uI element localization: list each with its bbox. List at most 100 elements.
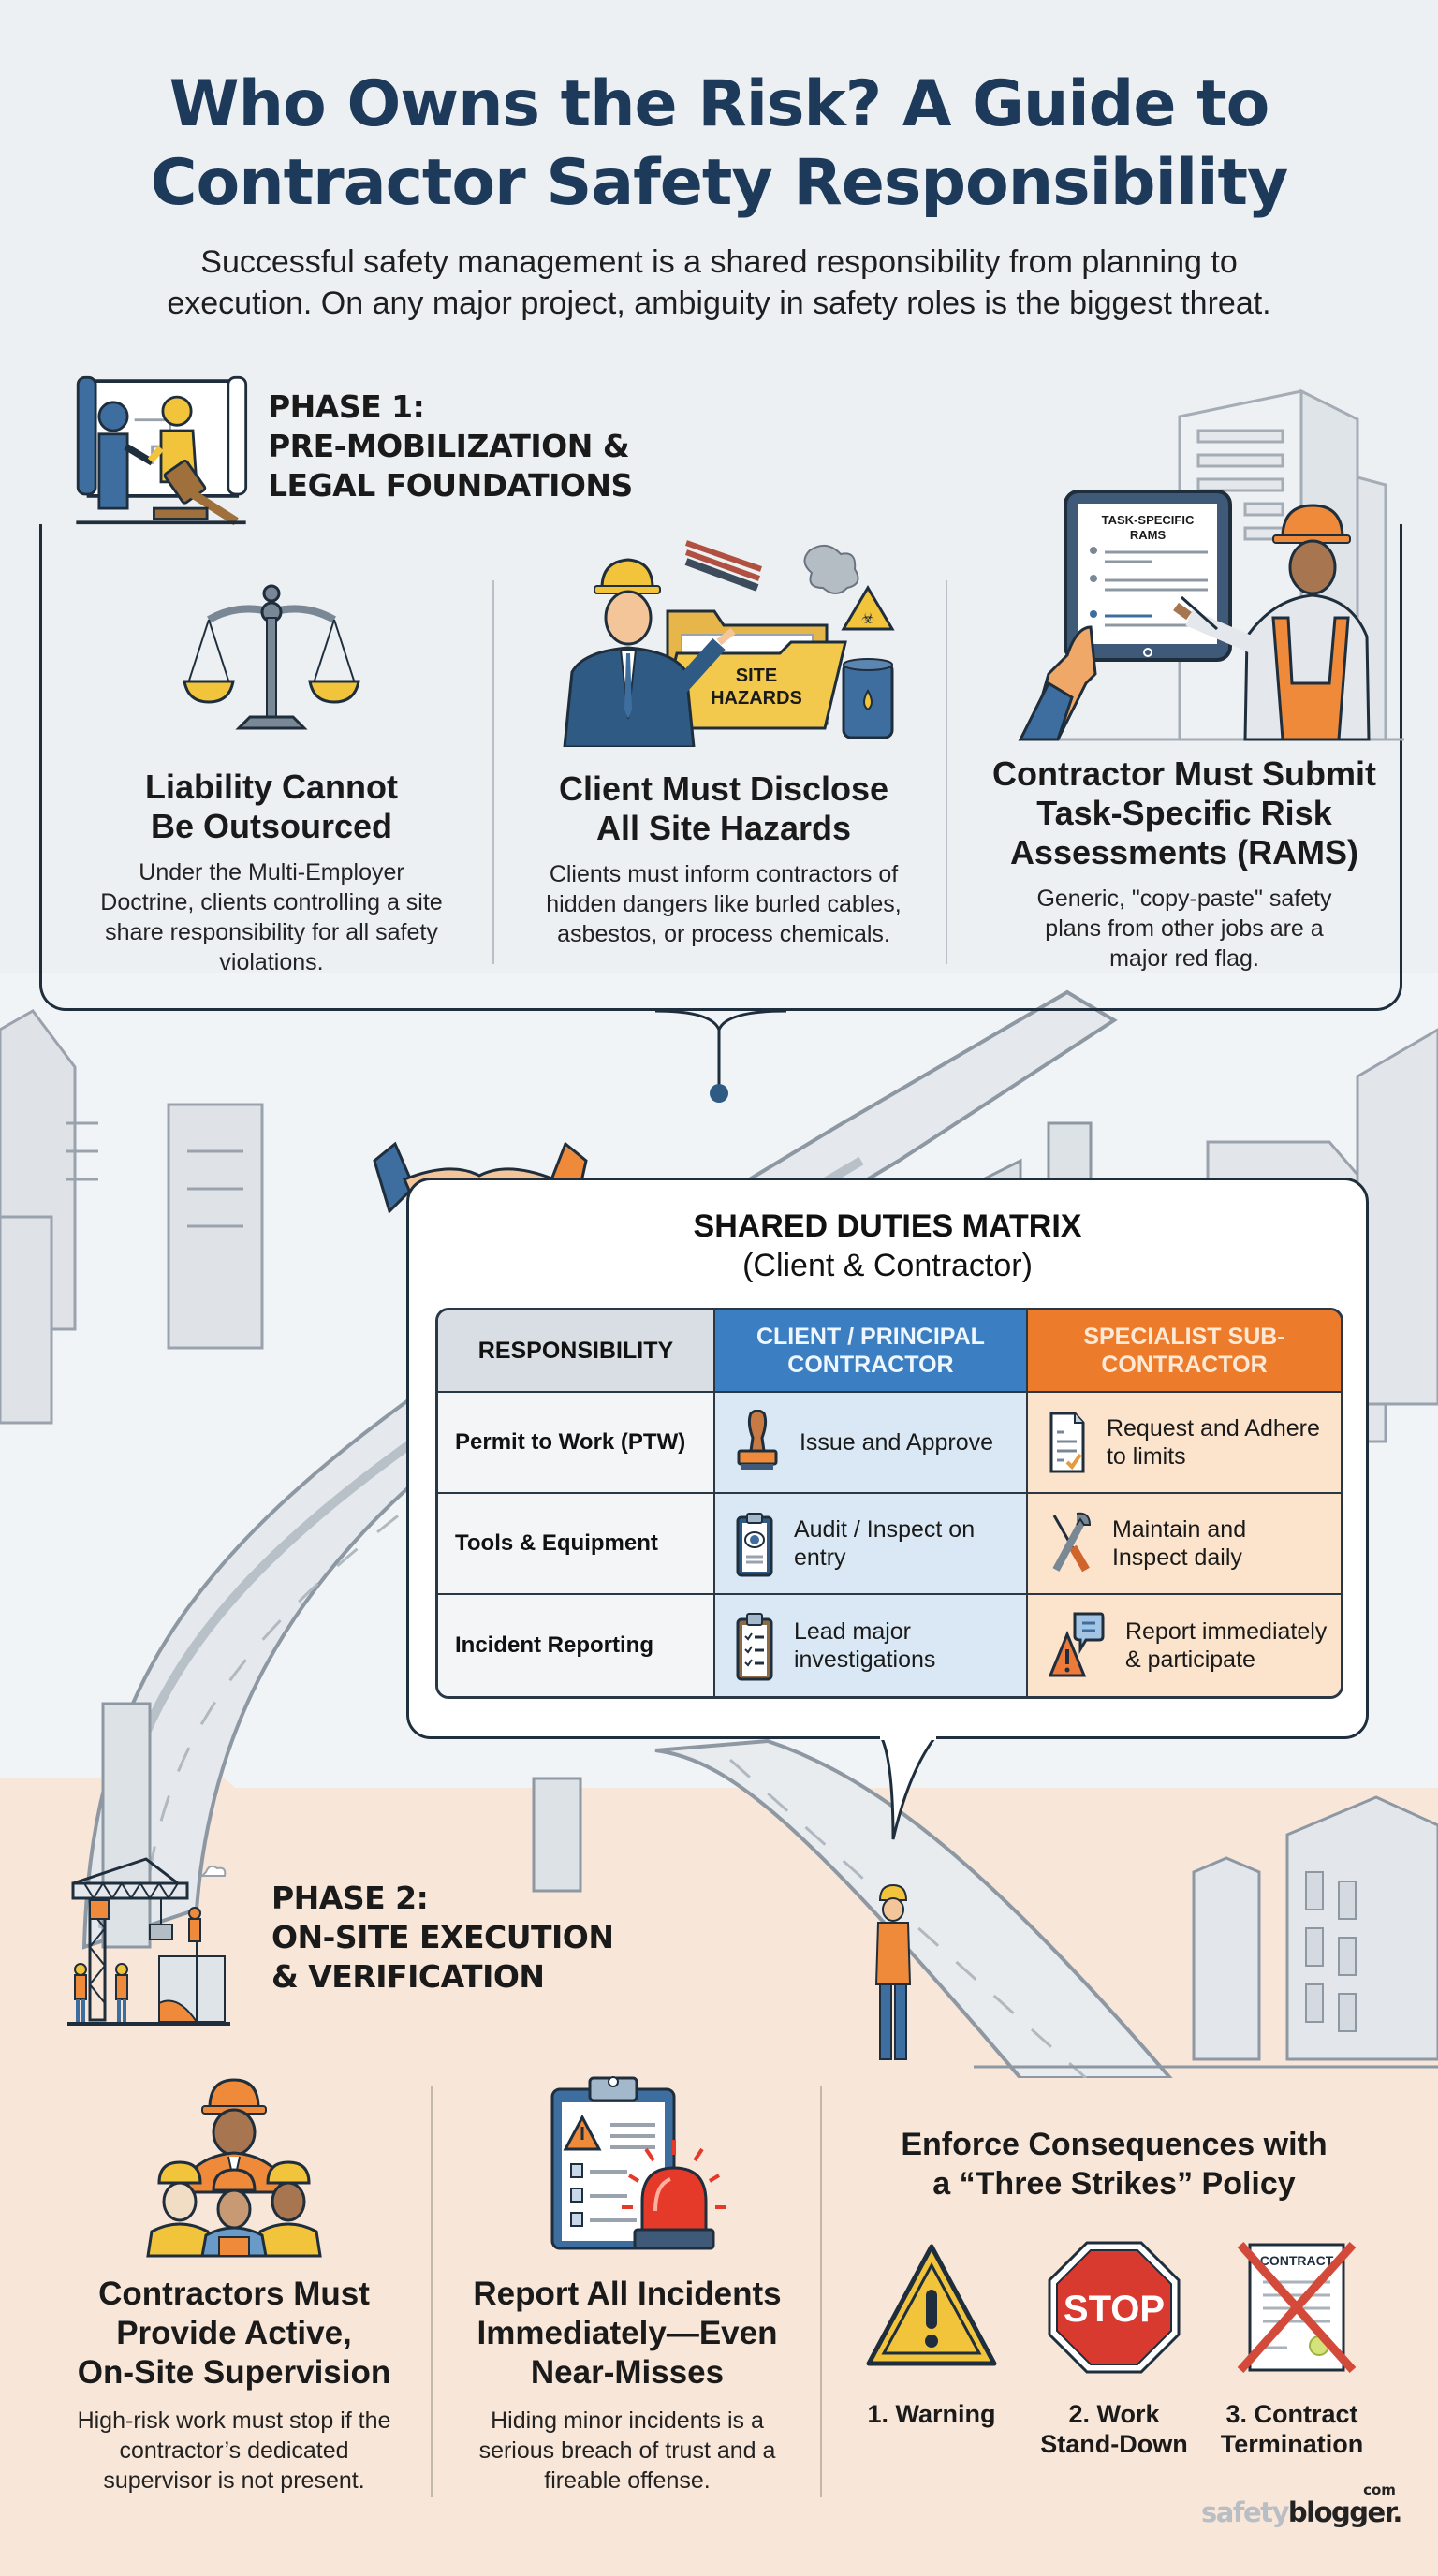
cell-subcontractor: Request and Adhere to limits	[1027, 1393, 1341, 1494]
cell-responsibility: Permit to Work (PTW)	[438, 1393, 715, 1494]
strikes-title-line: Enforce Consequences with	[901, 2127, 1328, 2162]
column-divider	[946, 580, 947, 964]
column-header-subcontractor: SPECIALIST SUB-CONTRACTOR	[1027, 1310, 1341, 1393]
card-report-incidents: Report All Incidents Immediately—Even Ne…	[449, 2071, 805, 2496]
brand-logo[interactable]: safetyblogger. com	[1201, 2481, 1403, 2528]
strike-label-line: Stand-Down	[1040, 2430, 1188, 2458]
card-title-line: Client Must Disclose	[558, 769, 889, 808]
phase2-label-line-1: PHASE 2:	[271, 1880, 429, 1916]
shared-duties-matrix: SHARED DUTIES MATRIX (Client & Contracto…	[406, 1178, 1369, 1739]
column-divider	[492, 580, 494, 964]
strike-contract-termination: CONTRACT 3. Contract Termination	[1212, 2237, 1372, 2459]
table-row: Tools & Equipment Audit / Inspect on ent…	[438, 1494, 1341, 1595]
card-liability: Liability Cannot Be Outsourced Under the…	[75, 580, 468, 977]
card-body: Hiding minor incidents is a serious brea…	[478, 2408, 776, 2494]
table-header-row: RESPONSIBILITY CLIENT / PRINCIPAL CONTRA…	[438, 1310, 1341, 1393]
three-strikes-title: Enforce Consequences with a “Three Strik…	[843, 2125, 1386, 2203]
card-supervision: Contractors Must Provide Active, On-Site…	[47, 2071, 421, 2496]
strike-label: 2. Work Stand-Down	[1034, 2399, 1194, 2459]
strike-label-line: 2. Work	[1068, 2400, 1160, 2428]
worker-figure-icon	[874, 1883, 912, 2060]
warning-speech-icon	[1048, 1612, 1105, 1677]
crane-workers-icon	[67, 1857, 230, 2026]
strike-label-line: Termination	[1220, 2430, 1364, 2458]
strikes-title-line: a “Three Strikes” Policy	[932, 2166, 1296, 2202]
page-subtitle: Successful safety management is a shared…	[0, 242, 1438, 324]
card-title-line: Contractor Must Submit	[992, 754, 1376, 793]
cell-subcontractor-text: Request and Adhere to limits	[1106, 1415, 1320, 1470]
clipboard-checklist-icon	[736, 1613, 773, 1681]
card-title-line: Task-Specific Risk	[1036, 794, 1332, 832]
folder-label: HAZARDS	[711, 688, 802, 709]
column-header-client: CLIENT / PRINCIPAL CONTRACTOR	[714, 1310, 1028, 1393]
cell-responsibility: Tools & Equipment	[438, 1494, 715, 1595]
cell-subcontractor: Report immediately & participate	[1027, 1595, 1341, 1696]
clipboard-alarm-icon	[550, 2076, 726, 2250]
svg-text:☣: ☣	[861, 609, 874, 627]
card-title-line: Be Outsourced	[150, 807, 393, 845]
card-title: Contractor Must Submit Task-Specific Ris…	[964, 754, 1404, 872]
card-rams: TASK-SPECIFIC RAMS Contractor Must Submi…	[964, 374, 1404, 973]
clipboard-eye-icon	[736, 1513, 773, 1577]
table-row: Incident Reporting Lead major inves	[438, 1595, 1341, 1696]
matrix-title: SHARED DUTIES MATRIX (Client & Contracto…	[409, 1207, 1366, 1285]
handshake-gavel-icon	[76, 375, 248, 526]
phase1-header: PHASE 1: PRE-MOBILIZATION & LEGAL FOUNDA…	[67, 367, 633, 526]
strike-label-line: 3. Contract	[1225, 2400, 1358, 2428]
card-title-line: Assessments (RAMS)	[1009, 833, 1359, 871]
card-title-line: On-Site Supervision	[77, 2354, 391, 2391]
cell-client: Issue and Approve	[714, 1393, 1028, 1494]
strike-label: 3. Contract Termination	[1212, 2399, 1372, 2459]
cell-client: Lead major investigations	[714, 1595, 1028, 1696]
column-divider	[820, 2086, 822, 2497]
column-header-responsibility: RESPONSIBILITY	[438, 1310, 715, 1393]
cell-subcontractor-text: Report immediately & participate	[1124, 1618, 1328, 1673]
phase1-label-line-1: PHASE 1:	[268, 388, 425, 425]
card-title-line: Report All Incidents	[473, 2276, 782, 2312]
column-divider	[431, 2086, 433, 2497]
wrench-screwdriver-icon	[1052, 1512, 1091, 1573]
phase1-label-line-2: PRE-MOBILIZATION &	[268, 428, 630, 464]
card-body: Generic, "copy-paste" safety plans from …	[1036, 886, 1332, 972]
phase2-label: PHASE 2: ON-SITE EXECUTION & VERIFICATIO…	[271, 1879, 614, 1997]
card-title: Liability Cannot Be Outsourced	[75, 768, 468, 846]
phase1-label: PHASE 1: PRE-MOBILIZATION & LEGAL FOUNDA…	[268, 388, 633, 505]
card-title: Report All Incidents Immediately—Even Ne…	[449, 2275, 805, 2393]
logo-part-blogger: blogger.	[1287, 2496, 1403, 2528]
cell-client-text: Audit / Inspect on entry	[793, 1516, 976, 1571]
phase2-label-line-2: ON-SITE EXECUTION	[271, 1919, 614, 1955]
scales-of-justice-icon	[183, 584, 360, 730]
stop-sign-text: STOP	[1064, 2289, 1165, 2330]
contract-crossed-icon: CONTRACT	[1237, 2241, 1357, 2374]
logo-com: com	[1363, 2481, 1396, 2498]
warning-triangle-icon	[866, 2244, 997, 2366]
cell-subcontractor: Maintain and Inspect daily	[1027, 1494, 1341, 1595]
document-check-icon	[1049, 1412, 1085, 1473]
card-body: High-risk work must stop if the contract…	[77, 2408, 391, 2494]
stop-sign-icon: STOP	[1048, 2241, 1181, 2374]
logo-part-safety: safety	[1201, 2496, 1289, 2528]
card-title-line: Liability Cannot	[145, 768, 398, 806]
rams-tablet-icon: TASK-SPECIFIC RAMS	[1018, 388, 1404, 741]
subtitle-line-2: execution. On any major project, ambigui…	[167, 285, 1271, 321]
contract-doc-text: CONTRACT	[1260, 2253, 1334, 2268]
title-line-2: Contractor Safety Responsibility	[150, 146, 1289, 220]
card-body: Under the Multi-Employer Doctrine, clien…	[100, 859, 443, 975]
cell-client: Audit / Inspect on entry	[714, 1494, 1028, 1595]
duties-table: RESPONSIBILITY CLIENT / PRINCIPAL CONTRA…	[435, 1308, 1343, 1699]
matrix-title-sub: (Client & Contractor)	[742, 1248, 1033, 1283]
table-row: Permit to Work (PTW) Issue and Approve	[438, 1393, 1341, 1494]
cell-responsibility: Incident Reporting	[438, 1595, 715, 1696]
card-title-line: Near-Misses	[530, 2354, 725, 2391]
strike-label: 1. Warning	[852, 2399, 1011, 2429]
phase1-label-line-3: LEGAL FOUNDATIONS	[268, 467, 633, 504]
card-title-line: Immediately—Even	[477, 2315, 778, 2351]
phase2-label-line-3: & VERIFICATION	[271, 1958, 545, 1995]
rubber-stamp-icon	[737, 1410, 778, 1470]
title-line-1: Who Owns the Risk? A Guide to	[169, 67, 1270, 141]
tablet-label: TASK-SPECIFIC	[1102, 513, 1195, 527]
card-body: Clients must inform contractors of hidde…	[546, 861, 902, 947]
tablet-label: RAMS	[1130, 528, 1167, 542]
cell-client-text: Issue and Approve	[799, 1429, 994, 1456]
card-title: Client Must Disclose All Site Hazards	[513, 769, 934, 848]
